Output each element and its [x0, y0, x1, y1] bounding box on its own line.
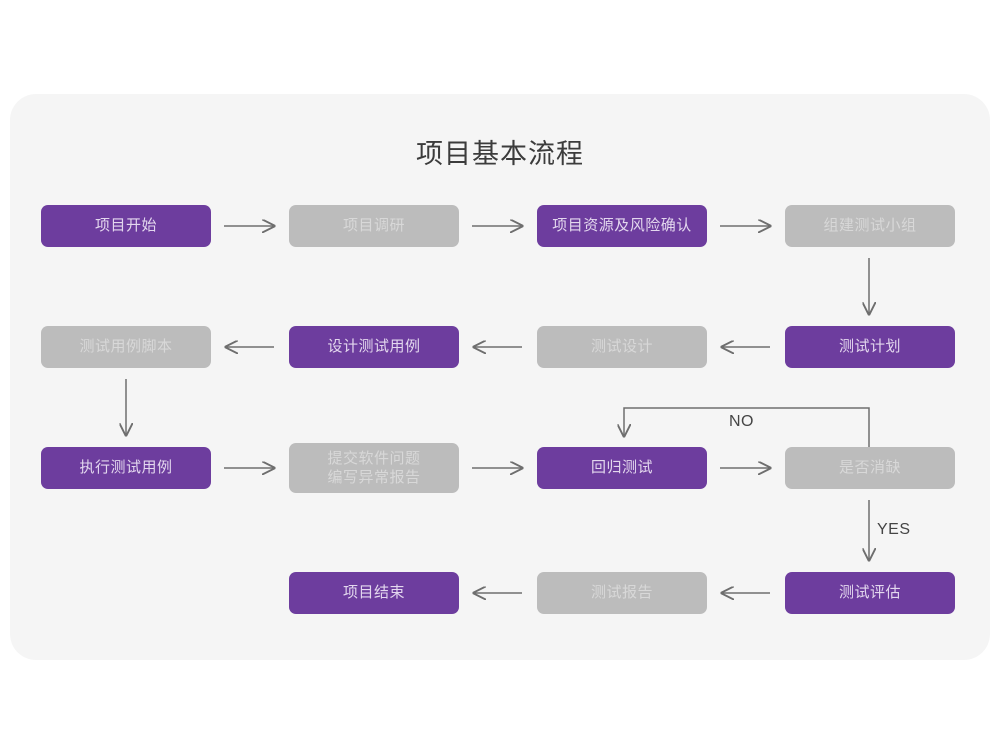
flow-node-n15[interactable]: 测试评估 — [785, 572, 955, 614]
flow-node-n3[interactable]: 项目资源及风险确认 — [537, 205, 707, 247]
flow-node-n10[interactable]: 提交软件问题 编写异常报告 — [289, 443, 459, 493]
flow-node-n9[interactable]: 执行测试用例 — [41, 447, 211, 489]
flow-node-n12[interactable]: 是否消缺 — [785, 447, 955, 489]
edge-label-no: NO — [729, 413, 754, 430]
flow-node-n11[interactable]: 回归测试 — [537, 447, 707, 489]
flow-node-n5[interactable]: 测试用例脚本 — [41, 326, 211, 368]
flow-node-n4[interactable]: 组建测试小组 — [785, 205, 955, 247]
flow-node-n6[interactable]: 设计测试用例 — [289, 326, 459, 368]
flow-node-n2[interactable]: 项目调研 — [289, 205, 459, 247]
flow-node-n8[interactable]: 测试计划 — [785, 326, 955, 368]
flowchart-card: 项目基本流程 — [10, 94, 990, 660]
flow-node-n7[interactable]: 测试设计 — [537, 326, 707, 368]
flow-node-n13[interactable]: 项目结束 — [289, 572, 459, 614]
flow-node-n14[interactable]: 测试报告 — [537, 572, 707, 614]
edge-label-yes: YES — [877, 521, 911, 538]
flow-node-n1[interactable]: 项目开始 — [41, 205, 211, 247]
page-title: 项目基本流程 — [416, 139, 584, 169]
